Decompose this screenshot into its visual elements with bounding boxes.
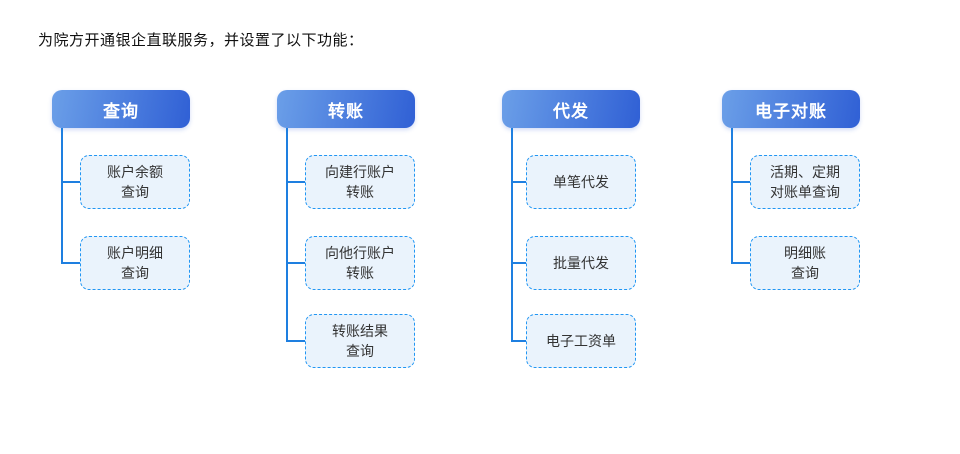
- connector-branch: [511, 340, 526, 342]
- connector-vertical-transfer: [286, 128, 288, 341]
- connector-branch: [286, 262, 305, 264]
- connector-branch: [511, 181, 526, 183]
- node-detail-account-query: 明细账 查询: [750, 236, 860, 290]
- connector-branch: [61, 181, 80, 183]
- connector-vertical-e-reconciliation: [731, 128, 733, 263]
- column-header-query: 查询: [52, 90, 190, 128]
- node-batch-agency-payment: 批量代发: [526, 236, 636, 290]
- node-transfer-result-query: 转账结果 查询: [305, 314, 415, 368]
- connector-branch: [511, 262, 526, 264]
- column-header-e-reconciliation: 电子对账: [722, 90, 860, 128]
- node-electronic-payslip: 电子工资单: [526, 314, 636, 368]
- column-header-transfer: 转账: [277, 90, 415, 128]
- node-single-agency-payment: 单笔代发: [526, 155, 636, 209]
- node-transfer-to-other-bank-account: 向他行账户 转账: [305, 236, 415, 290]
- column-header-agency-payment: 代发: [502, 90, 640, 128]
- connector-branch: [61, 262, 80, 264]
- connector-branch: [731, 181, 750, 183]
- connector-branch: [286, 340, 305, 342]
- connector-branch: [731, 262, 750, 264]
- connector-vertical-query: [61, 128, 63, 263]
- connector-vertical-agency-payment: [511, 128, 513, 341]
- node-account-balance-query: 账户余额 查询: [80, 155, 190, 209]
- node-current-fixed-statement-query: 活期、定期 对账单查询: [750, 155, 860, 209]
- node-account-detail-query: 账户明细 查询: [80, 236, 190, 290]
- connector-branch: [286, 181, 305, 183]
- node-transfer-to-ccb-account: 向建行账户 转账: [305, 155, 415, 209]
- page-title: 为院方开通银企直联服务，并设置了以下功能：: [38, 32, 364, 49]
